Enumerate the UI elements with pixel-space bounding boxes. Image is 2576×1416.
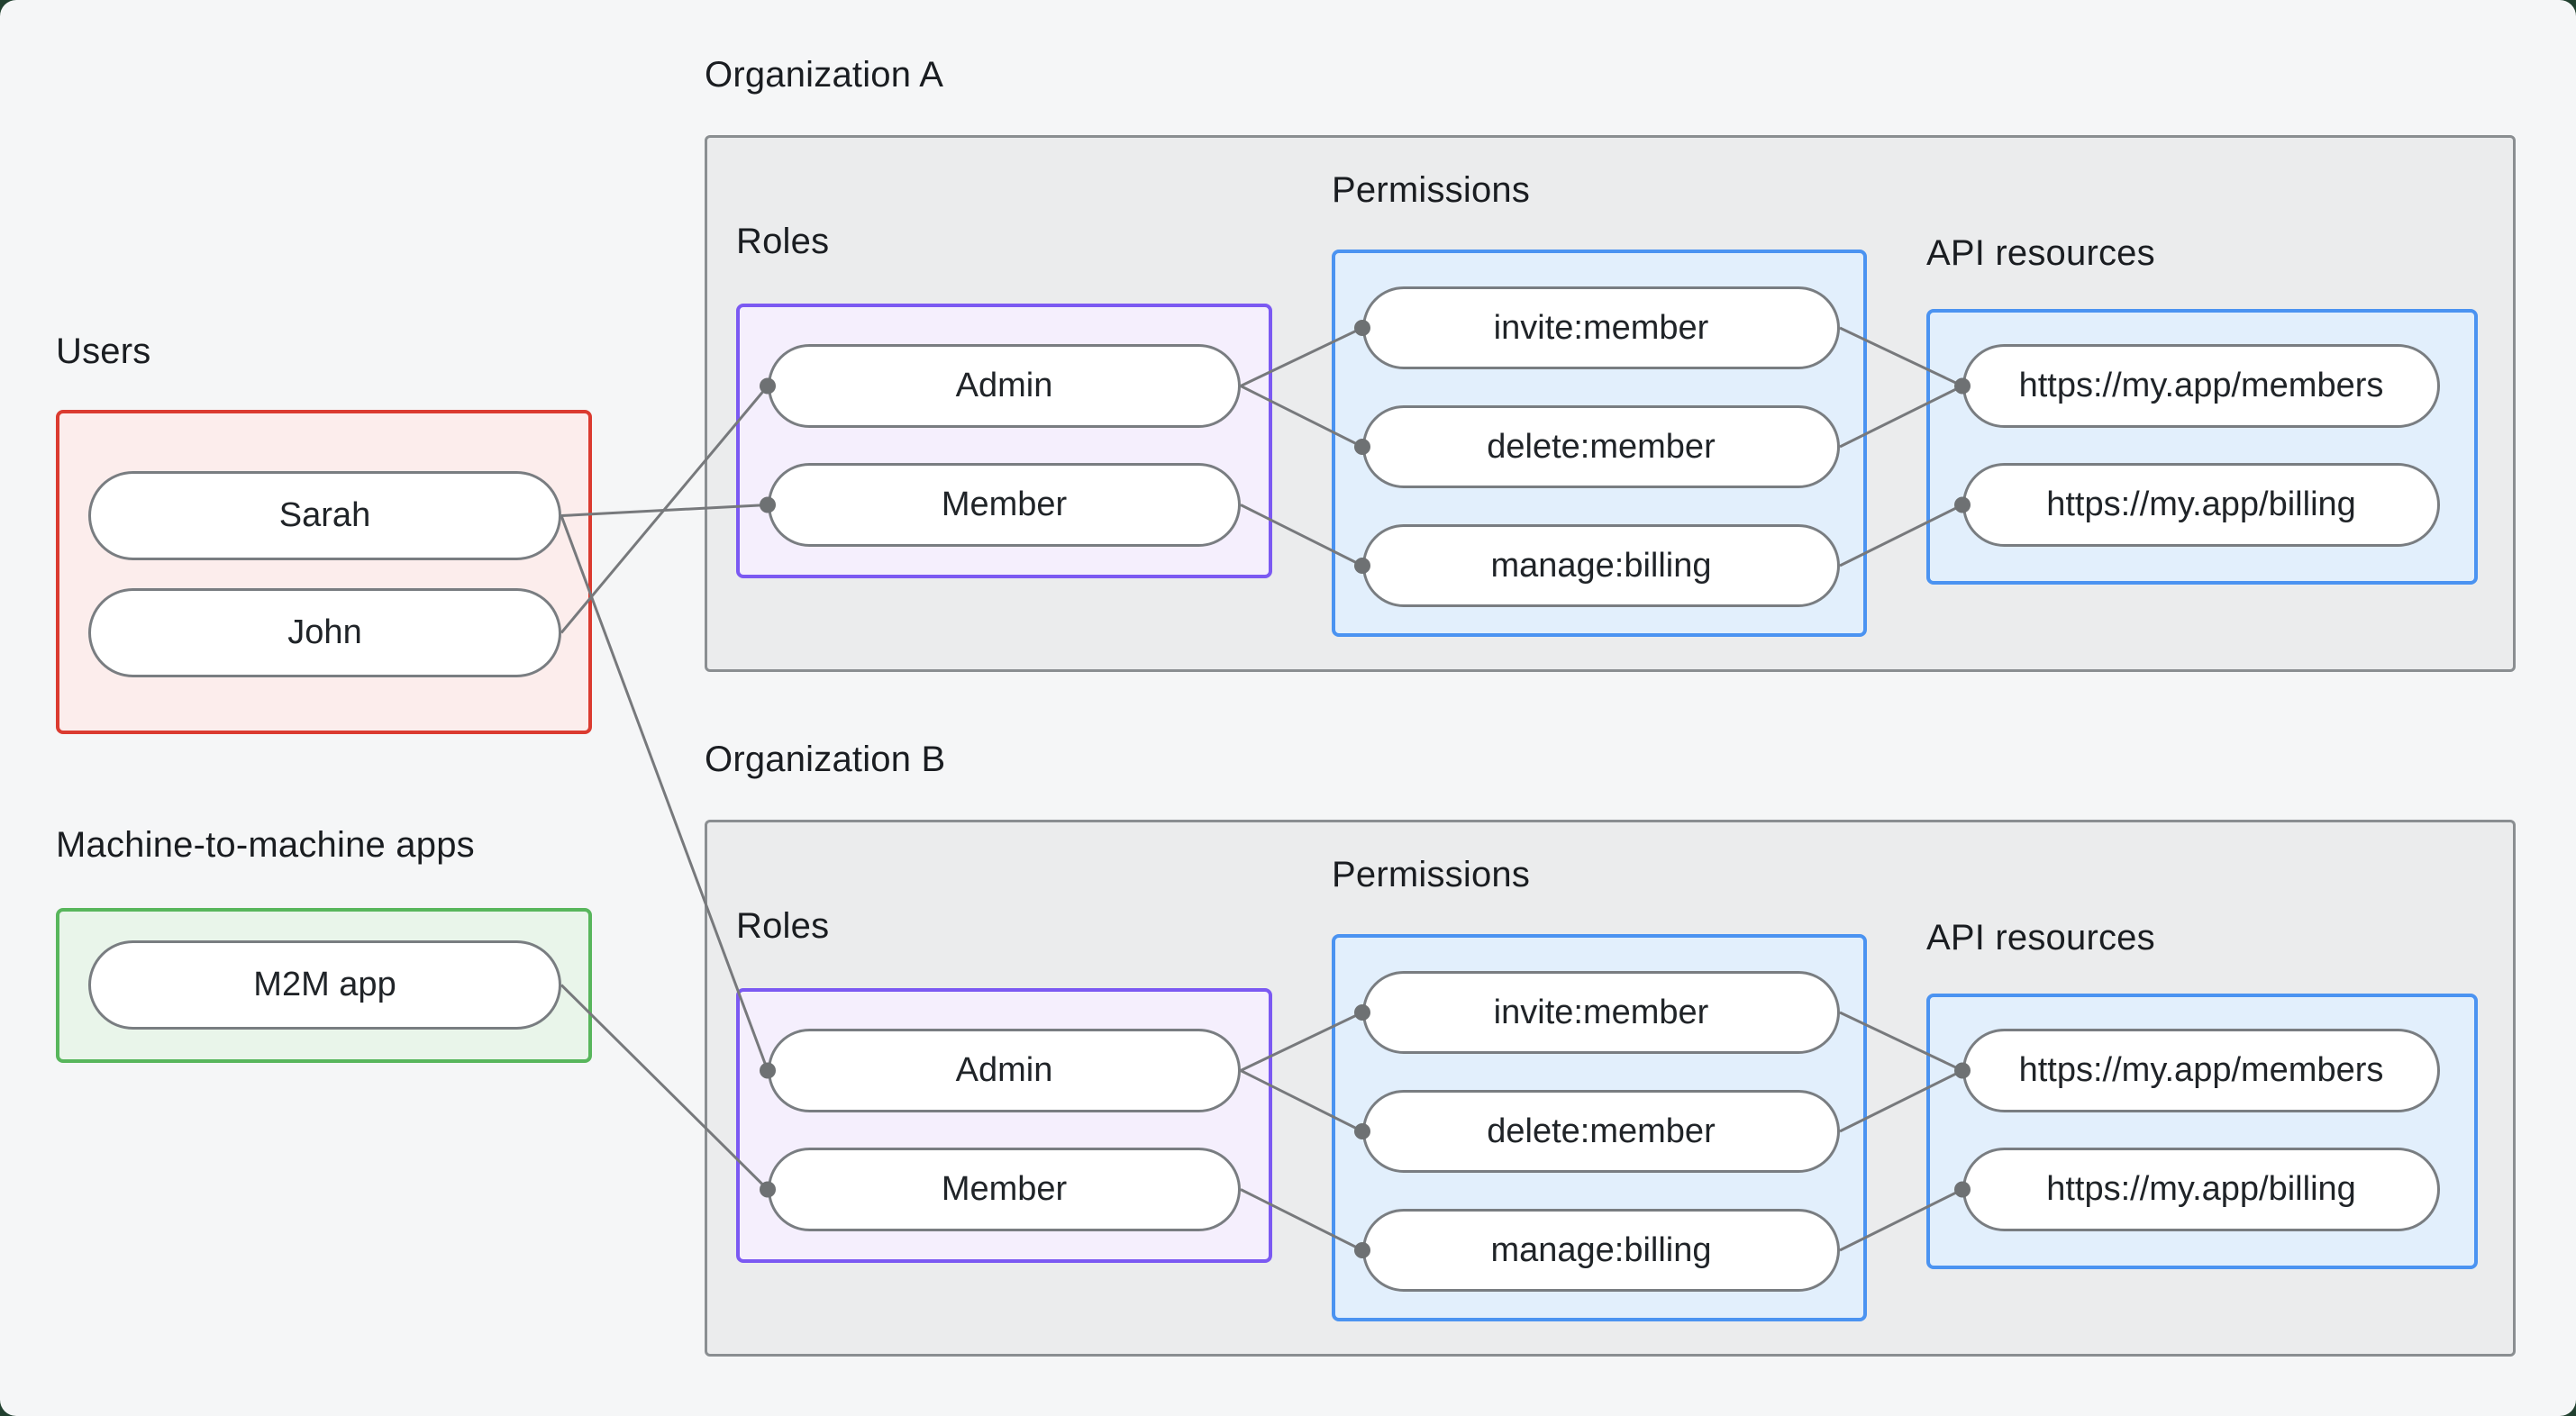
role-node-member-a: Member	[768, 463, 1241, 547]
user-node-john: John	[88, 588, 561, 677]
api-node-billing-a: https://my.app/billing	[1962, 463, 2440, 547]
api-node-members-b: https://my.app/members	[1962, 1029, 2440, 1112]
role-node-admin-a: Admin	[768, 344, 1241, 428]
role-node-admin-b: Admin	[768, 1029, 1241, 1112]
org-a-title: Organization A	[705, 55, 944, 95]
api-resources-label-a: API resources	[1926, 233, 2155, 273]
permission-node-delete-a: delete:member	[1362, 405, 1840, 488]
permissions-label-b: Permissions	[1332, 855, 1531, 894]
permission-node-delete-b: delete:member	[1362, 1090, 1840, 1173]
permission-node-manage-a: manage:billing	[1362, 524, 1840, 607]
m2m-app-node: M2M app	[88, 940, 561, 1030]
users-group-label: Users	[56, 331, 151, 371]
permission-node-invite-a: invite:member	[1362, 286, 1840, 369]
roles-label-b: Roles	[736, 906, 830, 946]
user-node-sarah: Sarah	[88, 471, 561, 560]
permission-node-invite-b: invite:member	[1362, 971, 1840, 1054]
permissions-label-a: Permissions	[1332, 170, 1531, 210]
api-node-members-a: https://my.app/members	[1962, 344, 2440, 428]
api-resources-label-b: API resources	[1926, 918, 2155, 958]
api-node-billing-b: https://my.app/billing	[1962, 1148, 2440, 1231]
permission-node-manage-b: manage:billing	[1362, 1209, 1840, 1292]
m2m-group-label: Machine-to-machine apps	[56, 825, 475, 865]
users-group-box	[56, 410, 592, 734]
roles-label-a: Roles	[736, 222, 830, 261]
role-node-member-b: Member	[768, 1148, 1241, 1231]
org-b-title: Organization B	[705, 740, 946, 779]
